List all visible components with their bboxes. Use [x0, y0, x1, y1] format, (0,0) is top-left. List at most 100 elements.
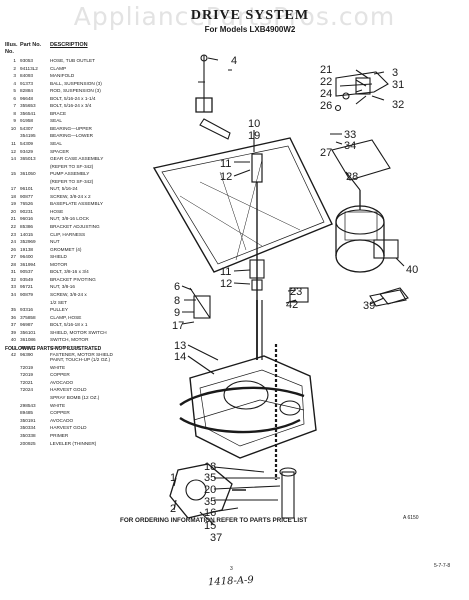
part-description: SWITCH, MOTOR — [50, 337, 89, 343]
part-illus-number: 37 — [10, 322, 16, 328]
part-number: 94113L2 — [20, 65, 38, 71]
callout-label: 18 — [204, 461, 216, 473]
callout-label: 3 — [392, 67, 398, 79]
part-number: 76526 — [20, 201, 34, 207]
callout-label: 22 — [320, 76, 332, 88]
watermark: AppliancePartsPros.com — [73, 2, 396, 31]
part-number: 350338 — [20, 432, 36, 438]
ordering-footer: FOR ORDERING INFORMATION REFER TO PARTS … — [120, 517, 308, 524]
callout-label: 9 — [174, 307, 180, 319]
part-number: 93053 — [20, 58, 34, 63]
figure-number: A 6150 — [403, 515, 419, 521]
page-mark: 3 — [230, 566, 233, 572]
callout-label: 23 — [290, 286, 302, 298]
callout-label: 11 — [220, 266, 231, 278]
part-description: PRIMER — [50, 432, 69, 438]
not-illustrated-header: FOLLOWING PARTS NOT ILLUSTRATED — [5, 346, 102, 352]
parts-row: 22 85386 BRACKET ADJUSTING — [5, 223, 140, 231]
part-number: 352969 — [20, 239, 36, 245]
part-number: 90537 — [20, 269, 34, 275]
callout-label: 35 — [204, 496, 216, 508]
part-illus-number: 2 — [13, 65, 16, 71]
part-illus-number: 27 — [10, 254, 16, 260]
part-description: HOSE — [50, 208, 64, 214]
part-number: 96648 — [20, 95, 34, 101]
part-description: GEAR CASE ASSEMBLY — [50, 156, 104, 162]
part-illus-number: 8 — [13, 110, 16, 116]
part-description: SHIELD — [50, 254, 67, 260]
page-subtitle: For Models LXB4900W2 — [204, 25, 296, 34]
part-description: (REFER TO SF-342) — [50, 178, 94, 184]
part-illus-number: 6 — [13, 95, 16, 101]
not-illustrated-row: 350338 PRIMER — [5, 432, 140, 440]
part-description: ROD, SUSPENSION (3) — [50, 88, 101, 94]
part-illus-number: 23 — [10, 231, 16, 237]
part-description: COPPER — [50, 410, 70, 416]
part-number: 96016 — [20, 216, 34, 222]
part-number: 200925 — [20, 440, 36, 446]
part-illus-number: 1 — [13, 58, 16, 63]
part-description: PULLEY — [50, 307, 68, 313]
part-illus-number: 36 — [10, 314, 16, 320]
part-number: 54309 — [20, 141, 34, 147]
part-illus-number: 21 — [10, 216, 16, 222]
part-description: CLAMP, HOSE — [50, 314, 82, 320]
part-illus-number: 32 — [10, 276, 16, 282]
part-description: BRACKET ADJUSTING — [50, 224, 100, 230]
part-number: 96400 — [20, 254, 34, 260]
callout-label: 6 — [174, 281, 180, 293]
part-description: SCREW, 3/8-24 x 2 — [50, 193, 91, 199]
part-number: 90231 — [20, 208, 34, 214]
part-number: 93549 — [20, 276, 34, 282]
exploded-view-drawing — [152, 54, 409, 526]
part-number: 356101 — [20, 329, 36, 335]
not-illustrated-row: PAINT, TOUCH-UP (1/2 OZ.) — [5, 356, 140, 364]
part-number: 54307 — [20, 125, 34, 131]
part-illus-number: 41 — [10, 344, 16, 350]
part-illus-number: 19 — [10, 201, 16, 207]
part-number: 84093 — [20, 73, 34, 79]
part-number: 85386 — [20, 224, 34, 230]
part-description: SPRAY BOMB (12 OZ.) — [50, 394, 100, 400]
callout-label: 19 — [248, 130, 260, 142]
part-description: (REFER TO SF-342) — [50, 163, 94, 169]
part-illus-number: 22 — [10, 224, 16, 230]
part-illus-number: 42 — [10, 352, 16, 358]
callout-labels: 4 21 22 24 26 3 31 32 10 19 33 34 27 11 … — [170, 55, 418, 544]
callout-label: 33 — [344, 129, 356, 141]
part-description: SPACER — [50, 148, 69, 154]
callout-label: 31 — [392, 79, 404, 91]
callout-label: 24 — [320, 88, 332, 100]
part-description: 1/2 SET — [50, 299, 67, 305]
callout-label: 20 — [204, 484, 216, 496]
callout-label: 26 — [320, 100, 332, 112]
part-number: 91958 — [20, 118, 34, 124]
part-illus-number: 31 — [10, 269, 16, 275]
part-illus-number: 10 — [10, 125, 16, 131]
callout-label: 12 — [220, 278, 232, 290]
part-number: 375858 — [20, 314, 36, 320]
callout-label: 10 — [248, 118, 260, 130]
part-illus-number: 18 — [10, 193, 16, 199]
part-description: SEAL — [50, 118, 62, 124]
part-illus-number: 26 — [10, 246, 16, 252]
